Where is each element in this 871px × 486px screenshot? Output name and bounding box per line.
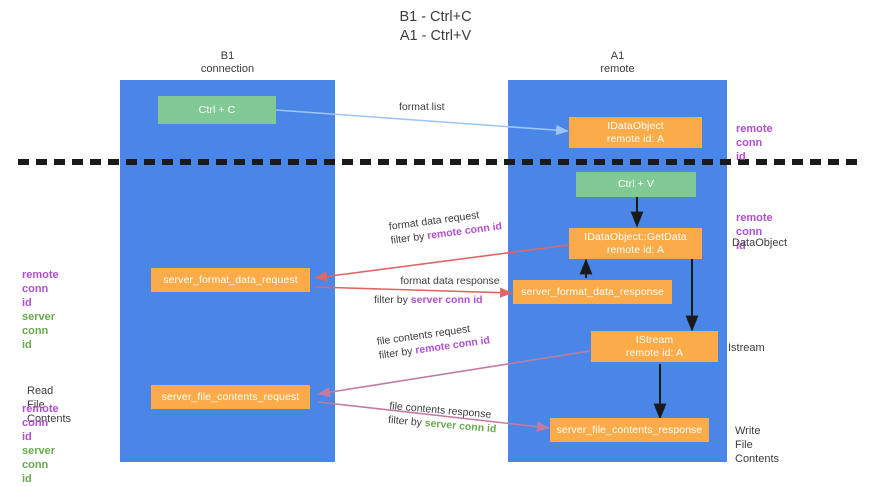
box-server-file-contents-response-label: server_file_contents_response xyxy=(556,423,703,436)
box-ctrl-c[interactable]: Ctrl + C xyxy=(158,96,276,124)
box-server-format-data-request-label: server_format_data_request xyxy=(163,273,298,286)
lane-header-b1: B1 connection xyxy=(150,50,305,76)
side-label-dataobject: DataObject xyxy=(732,237,788,249)
legend-left-mid: remote conn id server conn id xyxy=(22,268,59,352)
arrow-format-data-request xyxy=(314,243,577,282)
box-idataobject-getdata[interactable]: IDataObject::GetData remote id: A xyxy=(569,228,702,259)
box-istream[interactable]: IStream remote id: A xyxy=(591,331,718,362)
box-server-file-contents-request-label: server_file_contents_request xyxy=(161,390,300,403)
side-label-write-file-contents: Write File Contents xyxy=(735,425,780,465)
side-label-istream: Istream xyxy=(728,342,765,354)
box-ctrl-v-label: Ctrl + V xyxy=(617,178,655,190)
side-label-read-file-contents: Read File Contents xyxy=(27,385,72,425)
lane-header-b1-sub: connection xyxy=(200,63,255,75)
lane-header-a1: A1 remote xyxy=(540,50,695,76)
title-line-2: A1 - Ctrl+V xyxy=(399,28,472,44)
side-label-remote-conn-id-mid: remote conn id xyxy=(736,212,773,252)
lane-header-a1-sub: remote xyxy=(600,63,635,75)
lane-header-a1-name: A1 xyxy=(610,50,625,62)
filter-key-2: server conn id xyxy=(410,294,483,306)
filter-prefix-2: filter by xyxy=(374,294,411,306)
arrow-file-contents-request xyxy=(317,350,591,398)
box-idataobject[interactable]: IDataObject remote id: A xyxy=(569,117,702,148)
side-label-remote-conn-id-top: remote conn id xyxy=(736,123,773,163)
legend-left-bottom-remote: remote conn id xyxy=(22,403,59,443)
box-server-format-data-request[interactable]: server_format_data_request xyxy=(151,268,310,292)
label-format-data-response-group: format data response filter by server co… xyxy=(374,274,526,307)
filter-prefix-4: filter by xyxy=(387,413,426,430)
box-idataobject-line2: remote id: A xyxy=(606,132,665,145)
box-server-format-data-response-label: server_format_data_response xyxy=(521,285,664,298)
arrow-format-data-response xyxy=(314,286,513,298)
box-server-file-contents-request[interactable]: server_file_contents_request xyxy=(151,385,310,409)
lane-header-b1-name: B1 xyxy=(220,50,235,62)
box-server-file-contents-response[interactable]: server_file_contents_response xyxy=(550,418,709,442)
diagram-title: B1 - Ctrl+C A1 - Ctrl+V xyxy=(0,8,871,46)
title-line-1: B1 - Ctrl+C xyxy=(399,9,472,25)
box-server-format-data-response[interactable]: server_format_data_response xyxy=(513,280,672,304)
arrow-file-contents-response xyxy=(317,401,550,432)
label-format-list: format list xyxy=(399,100,445,114)
box-istream-line2: remote id: A xyxy=(625,346,684,359)
label-format-data-response-filter: filter by server conn id xyxy=(374,293,526,307)
arrow-format-list xyxy=(275,109,569,136)
legend-left-bottom-server: server conn id xyxy=(22,445,56,485)
box-istream-line1: IStream xyxy=(635,333,674,346)
connector-layer-under xyxy=(275,109,699,432)
label-format-list-text: format list xyxy=(399,101,445,113)
legend-left-bottom: remote conn id server conn id xyxy=(22,402,59,486)
box-ctrl-c-label: Ctrl + C xyxy=(198,103,236,116)
box-idataobject-line1: IDataObject xyxy=(607,119,664,132)
box-ctrl-v[interactable]: Ctrl + V xyxy=(576,172,696,197)
legend-left-mid-server: server conn id xyxy=(22,311,56,351)
diagram-canvas: B1 - Ctrl+C A1 - Ctrl+V B1 connection A1… xyxy=(0,8,871,485)
legend-left-mid-remote: remote conn id xyxy=(22,269,59,309)
box-getdata-line2: remote id: A xyxy=(606,243,665,256)
label-format-data-response: format data response xyxy=(400,275,500,287)
box-getdata-line1: IDataObject::GetData xyxy=(584,230,687,243)
